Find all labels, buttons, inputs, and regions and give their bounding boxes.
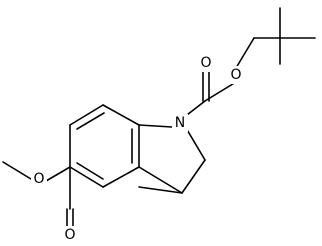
atom-label-boc-ester-o: O [228,66,244,84]
benzene-ring [69,104,140,188]
oxygen-label-methyl-ester: O [33,171,44,187]
pyrroline-ring [138,124,206,194]
oxygen-label-methyl-carbonyl: O [64,227,75,243]
bond-double-c7-c6 [76,112,105,130]
bond-n-c7a [138,124,173,128]
bond-c3a-ch2 [138,166,183,194]
oxygen-label-boc-ester: O [230,67,241,83]
nitrogen-label: N [175,115,185,131]
bond-double-c5-c4 [76,162,104,180]
bond-c7-c6 [69,104,104,126]
bond-c5-c4 [69,166,104,188]
atom-label-methyl-carbonyl-o: O [62,226,78,244]
bond-c7a-c7 [102,104,140,126]
bond-tbu-o [235,37,255,69]
bond-ch2-c3a [138,186,183,194]
bond-o-methyl [2,161,32,180]
bond-ch2-ch2 [181,159,206,194]
bond-ester-o [45,166,71,182]
oxygen-label-boc-carbonyl: O [200,55,211,71]
bond-c4-c3a [102,166,140,188]
atom-label-methyl-ester-o: O [31,170,47,188]
tert-butyl-group [253,7,316,65]
atom-label-boc-carbonyl-o: O [198,54,214,72]
bond-o-boc-carbon [204,81,237,102]
atom-label-n1: N [172,114,188,132]
bond-n-ch2 [185,127,206,161]
